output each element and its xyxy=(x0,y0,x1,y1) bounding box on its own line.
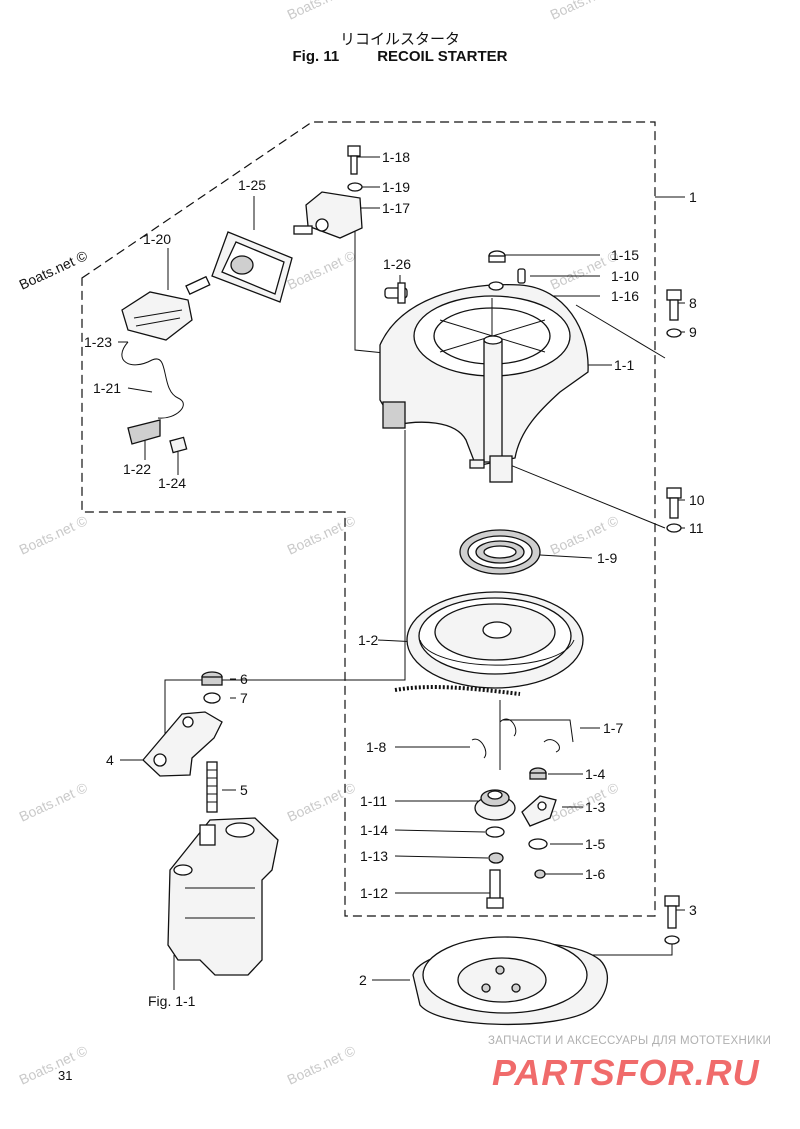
callout-1-13: 1-13 xyxy=(360,848,388,864)
callout-11: 11 xyxy=(689,520,704,536)
callout-1-18: 1-18 xyxy=(382,149,410,165)
figure-reference: Fig. 1-1 xyxy=(148,993,196,1009)
callout-1-24: 1-24 xyxy=(158,475,186,491)
callout-1-23: 1-23 xyxy=(84,334,112,350)
callout-3: 3 xyxy=(689,902,697,918)
callout-6: 6 xyxy=(240,671,248,687)
part-5-stud-bolt xyxy=(206,761,218,813)
callout-1-1: 1-1 xyxy=(614,357,634,373)
part-1-25-rubber-grommet xyxy=(211,231,293,303)
watermark: Boats.net © xyxy=(17,779,91,825)
callout-1-11: 1-11 xyxy=(360,793,387,809)
title-english: Fig. 11 RECOIL STARTER xyxy=(0,48,800,65)
callout-1-21: 1-21 xyxy=(93,380,121,396)
watermark: Boats.net © xyxy=(285,0,359,23)
part-1-13-washer xyxy=(488,852,504,864)
watermark: Boats.net © xyxy=(548,0,622,23)
part-7-washer xyxy=(203,692,221,704)
callout-1-12: 1-12 xyxy=(360,885,388,901)
callout-1: 1 xyxy=(689,189,697,205)
watermark: Boats.net © xyxy=(285,247,359,293)
callout-1-22: 1-22 xyxy=(123,461,151,477)
watermark: Boats.net © xyxy=(285,512,359,558)
part-8-bolt xyxy=(666,289,682,321)
part-1-15-nut xyxy=(488,250,506,263)
callout-labels: 1 1-18 1-19 1-17 1-25 1-20 1-23 1-21 1-2… xyxy=(84,149,705,1009)
assembly-1-boundary xyxy=(81,121,656,917)
part-1-16-washer xyxy=(488,281,504,291)
callout-1-19: 1-19 xyxy=(382,179,410,195)
part-starter-rope xyxy=(394,685,521,696)
part-1-6-clip xyxy=(534,869,546,879)
part-3-washer xyxy=(664,935,680,945)
figure-number: Fig. 11 xyxy=(292,48,340,65)
callout-1-7: 1-7 xyxy=(603,720,623,736)
part-1-2-reel xyxy=(406,591,584,689)
callout-1-10: 1-10 xyxy=(611,268,639,284)
title-japanese: リコイルスタータ xyxy=(339,31,460,48)
part-3-bolt xyxy=(664,895,680,929)
page-number: 31 xyxy=(58,1068,73,1083)
part-1-14-washer xyxy=(485,826,505,838)
part-1-3-ratchet xyxy=(521,795,557,827)
part-1-26-pin xyxy=(384,282,408,304)
part-1-21-wire xyxy=(121,341,184,419)
callout-1-16: 1-16 xyxy=(611,288,639,304)
part-10-bolt xyxy=(666,487,682,519)
part-1-1-starter-case xyxy=(379,284,589,483)
callout-1-2: 1-2 xyxy=(358,632,378,648)
part-1-20-stop-switch xyxy=(121,275,211,341)
callout-1-3: 1-3 xyxy=(585,799,605,815)
engine-block-reference xyxy=(167,817,279,976)
callout-9: 9 xyxy=(689,324,697,340)
callout-1-8: 1-8 xyxy=(366,739,386,755)
callout-1-4: 1-4 xyxy=(585,766,605,782)
callout-5: 5 xyxy=(240,782,248,798)
callout-1-26: 1-26 xyxy=(383,256,411,272)
callout-1-9: 1-9 xyxy=(597,550,617,566)
callout-1-20: 1-20 xyxy=(143,231,171,247)
part-1-10-pin xyxy=(517,268,526,284)
callout-1-25: 1-25 xyxy=(238,177,266,193)
callout-8: 8 xyxy=(689,295,697,311)
watermark: Boats.net © xyxy=(17,247,91,293)
part-1-24-terminal xyxy=(169,436,188,454)
part-6-nut xyxy=(201,671,223,686)
callout-1-15: 1-15 xyxy=(611,247,639,263)
part-1-7-spring xyxy=(499,718,560,753)
callout-1-17: 1-17 xyxy=(382,200,410,216)
watermark: Boats.net © xyxy=(17,512,91,558)
part-2-starter-pulley xyxy=(412,936,609,1026)
part-1-12-bolt xyxy=(486,869,504,909)
callout-2: 2 xyxy=(359,972,367,988)
callout-7: 7 xyxy=(240,690,248,706)
callout-1-5: 1-5 xyxy=(585,836,605,852)
callout-10: 10 xyxy=(689,492,705,508)
watermark: Boats.net © xyxy=(17,1042,91,1088)
part-1-11-drive-plate xyxy=(474,789,516,821)
shop-subtitle: ЗАПЧАСТИ И АКСЕССУАРЫ ДЛЯ МОТОТЕХНИКИ xyxy=(488,1035,772,1047)
part-1-22-clip xyxy=(127,419,161,445)
part-1-18-bolt xyxy=(347,145,361,175)
part-1-9-recoil-spring xyxy=(459,529,541,575)
part-11-washer xyxy=(666,523,682,533)
watermark: Boats.net © xyxy=(285,1042,359,1088)
part-1-17-bracket xyxy=(293,191,363,239)
shop-logo: PARTSFOR.RU xyxy=(492,1052,760,1093)
part-1-4-collar xyxy=(529,767,547,780)
watermark: Boats.net © xyxy=(285,779,359,825)
part-1-5-washer xyxy=(528,838,548,850)
figure-title: RECOIL STARTER xyxy=(377,48,508,65)
callout-1-6: 1-6 xyxy=(585,866,605,882)
part-9-washer xyxy=(666,328,682,338)
part-4-bracket xyxy=(142,711,223,777)
part-1-19-washer xyxy=(347,182,363,192)
callout-1-14: 1-14 xyxy=(360,822,388,838)
part-1-8-spring xyxy=(471,738,487,759)
callout-4: 4 xyxy=(106,752,114,768)
